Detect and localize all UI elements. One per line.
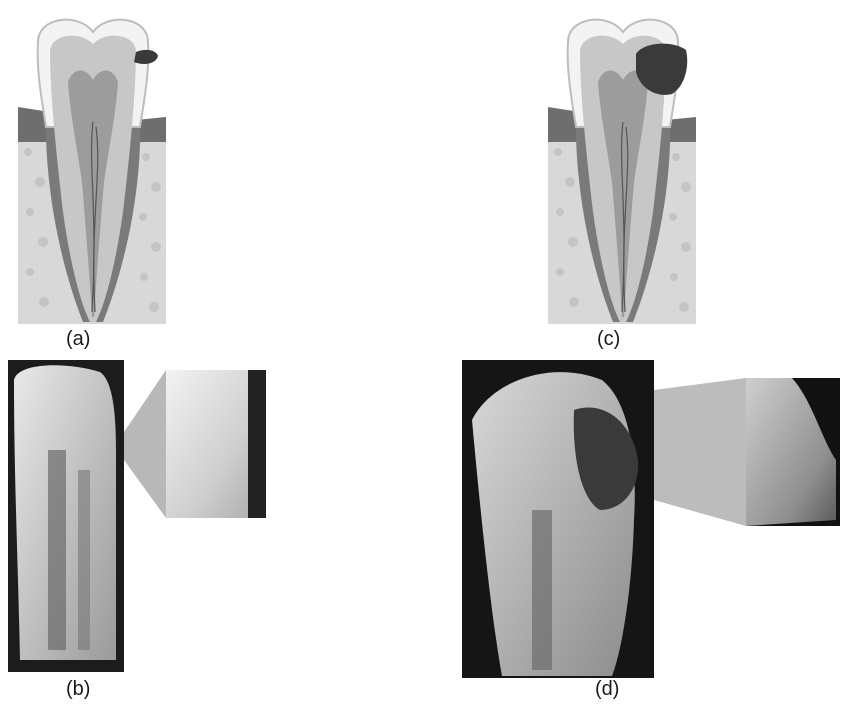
tooth-illustration-a <box>18 12 166 324</box>
xray-root-canal <box>78 470 90 650</box>
xray-image-d <box>462 360 840 678</box>
panel-b-xray <box>8 360 270 672</box>
panel-d-label: (d) <box>595 678 619 701</box>
panel-c-label: (c) <box>597 328 620 351</box>
panel-c-tooth-illustration <box>548 12 696 324</box>
tooth-illustration-c <box>548 12 696 324</box>
panel-a-label: (a) <box>66 328 90 351</box>
xray-root-canal <box>48 450 66 650</box>
zoom-connector <box>124 370 166 518</box>
zoom-inset-dark-edge <box>248 370 266 518</box>
panel-a-tooth-illustration <box>18 12 166 324</box>
xray-root-canal <box>532 510 552 670</box>
xray-image-b <box>8 360 270 672</box>
caries-small <box>134 50 158 64</box>
zoom-connector <box>654 378 746 526</box>
panel-b-label: (b) <box>66 678 90 701</box>
panel-d-xray <box>462 360 840 678</box>
